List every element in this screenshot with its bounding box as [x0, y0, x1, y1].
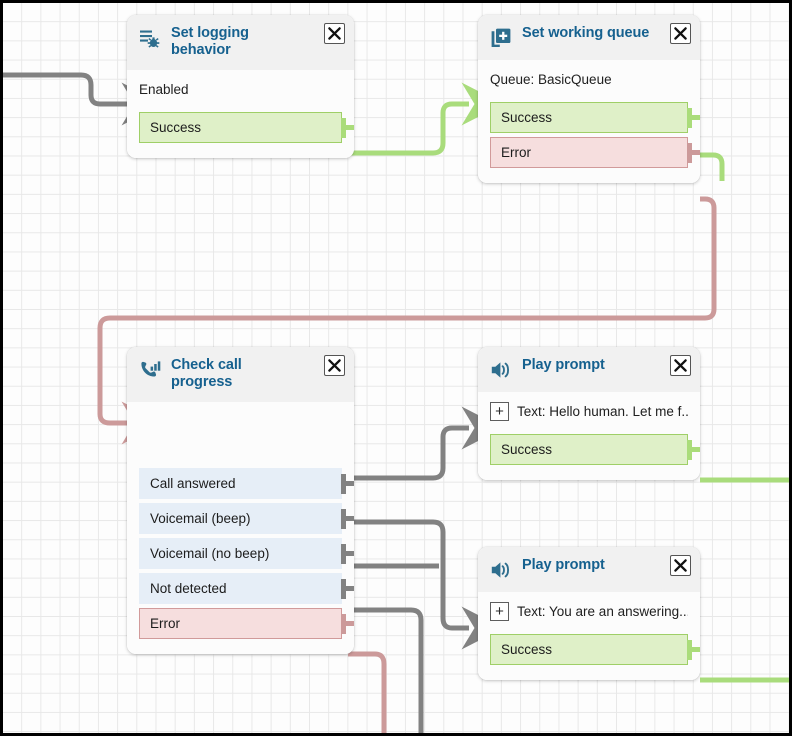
speaker-icon — [490, 359, 512, 381]
node-input-row[interactable]: + Text: Hello human. Let me f... — [478, 392, 700, 430]
output-port[interactable] — [687, 439, 700, 460]
output-row-label: Success — [501, 110, 553, 125]
logging-bug-icon — [139, 27, 161, 49]
close-icon[interactable] — [324, 23, 345, 44]
node-input-row[interactable] — [127, 402, 354, 464]
node-input-row[interactable]: Queue: BasicQueue — [478, 60, 700, 98]
node-title: Play prompt — [522, 557, 605, 573]
output-row-success[interactable]: Success — [490, 634, 700, 665]
add-prompt-icon[interactable]: + — [490, 401, 509, 421]
output-row-voicemail-no-beep[interactable]: Voicemail (no beep) — [139, 538, 354, 569]
output-port[interactable] — [687, 142, 700, 163]
node-layer: Set logging behavior Enabled Success — [3, 3, 789, 733]
node-check-call-progress[interactable]: Check call progress Call answered Voicem… — [127, 347, 354, 654]
output-port[interactable] — [341, 508, 354, 529]
call-progress-icon — [139, 359, 161, 381]
add-prompt-icon[interactable]: + — [490, 601, 509, 621]
node-header: Check call progress — [127, 347, 354, 402]
output-port[interactable] — [341, 578, 354, 599]
node-title: Play prompt — [522, 357, 605, 373]
node-header: Play prompt — [478, 347, 700, 392]
node-set-logging-behavior[interactable]: Set logging behavior Enabled Success — [127, 15, 354, 158]
output-row-label: Success — [150, 120, 202, 135]
close-icon[interactable] — [670, 555, 691, 576]
node-body: + Text: Hello human. Let me f... Success — [478, 392, 700, 480]
node-header: Set working queue — [478, 15, 700, 60]
node-title: Check call progress — [171, 357, 242, 390]
queue-add-icon — [490, 27, 512, 49]
output-port[interactable] — [341, 543, 354, 564]
output-row-success[interactable]: Success — [139, 112, 354, 143]
node-body: Queue: BasicQueue Success Error — [478, 60, 700, 183]
output-row-error[interactable]: Error — [139, 608, 354, 639]
output-row-label: Error — [501, 145, 531, 160]
node-header: Set logging behavior — [127, 15, 354, 70]
node-input-label: Queue: BasicQueue — [490, 71, 612, 87]
node-input-row[interactable]: + Text: You are an answering... — [478, 592, 700, 630]
output-row-label: Voicemail (no beep) — [150, 546, 270, 561]
output-port[interactable] — [687, 639, 700, 660]
node-title: Set working queue — [522, 25, 650, 41]
speaker-icon — [490, 559, 512, 581]
output-row-success[interactable]: Success — [490, 434, 700, 465]
node-input-label: Text: Hello human. Let me f... — [517, 403, 688, 419]
output-row-call-answered[interactable]: Call answered — [139, 468, 354, 499]
close-icon[interactable] — [324, 355, 345, 376]
output-row-label: Error — [150, 616, 180, 631]
node-body: Call answered Voicemail (beep) Voicemail… — [127, 402, 354, 654]
node-body: Enabled Success — [127, 70, 354, 158]
output-row-label: Not detected — [150, 581, 227, 596]
output-row-not-detected[interactable]: Not detected — [139, 573, 354, 604]
output-row-label: Call answered — [150, 476, 236, 491]
node-body: + Text: You are an answering... Success — [478, 592, 700, 680]
output-port[interactable] — [341, 613, 354, 634]
node-input-label: Text: You are an answering... — [517, 603, 688, 619]
node-play-prompt-answering-machine[interactable]: Play prompt + Text: You are an answering… — [478, 547, 700, 680]
node-input-row[interactable]: Enabled — [127, 70, 354, 108]
output-row-voicemail-beep[interactable]: Voicemail (beep) — [139, 503, 354, 534]
output-port[interactable] — [341, 473, 354, 494]
output-row-label: Voicemail (beep) — [150, 511, 251, 526]
output-row-success[interactable]: Success — [490, 102, 700, 133]
output-row-error[interactable]: Error — [490, 137, 700, 168]
node-title: Set logging behavior — [171, 25, 249, 58]
output-row-label: Success — [501, 442, 553, 457]
output-port[interactable] — [341, 117, 354, 138]
close-icon[interactable] — [670, 355, 691, 376]
node-header: Play prompt — [478, 547, 700, 592]
output-port[interactable] — [687, 107, 700, 128]
node-play-prompt-greeting[interactable]: Play prompt + Text: Hello human. Let me … — [478, 347, 700, 480]
node-set-working-queue[interactable]: Set working queue Queue: BasicQueue Succ… — [478, 15, 700, 183]
close-icon[interactable] — [670, 23, 691, 44]
output-row-label: Success — [501, 642, 553, 657]
node-input-label: Enabled — [139, 81, 189, 97]
